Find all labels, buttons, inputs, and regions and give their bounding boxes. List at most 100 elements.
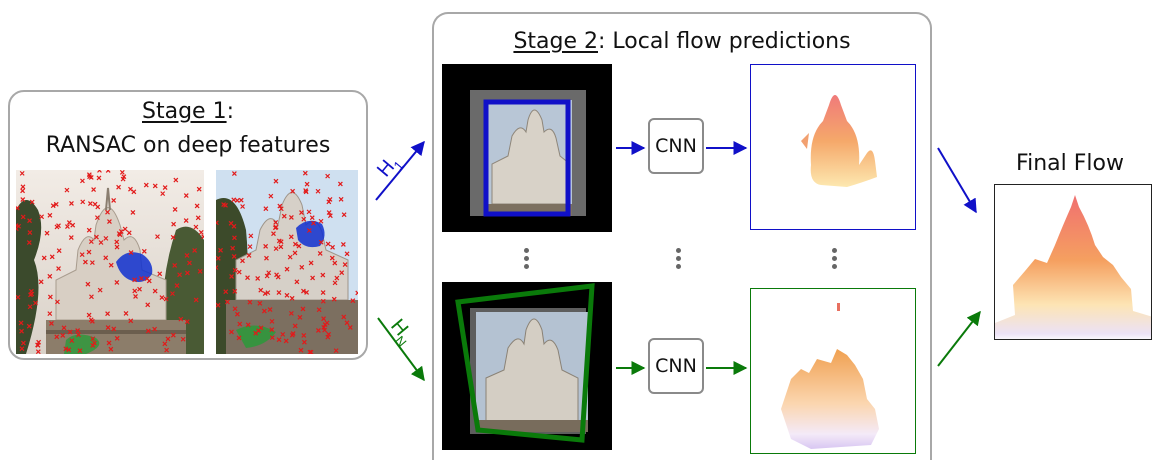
feature-mark [27,218,32,224]
feature-mark [194,203,200,209]
feature-mark [301,339,307,345]
feature-mark [280,331,286,337]
feature-mark [329,255,335,261]
feature-mark [141,248,147,254]
feature-mark [267,307,273,312]
feature-mark [245,322,251,328]
feature-mark [223,289,229,295]
feature-mark [232,267,238,273]
feature-mark [87,201,93,207]
feature-mark [54,334,60,340]
feature-mark [16,294,21,300]
feature-mark [193,297,199,303]
feature-mark [20,197,26,202]
feature-mark [269,335,275,341]
feature-mark [318,239,324,245]
feature-mark [283,338,289,344]
feature-mark [264,273,270,279]
feature-mark [19,170,25,176]
feature-mark [162,185,168,191]
feature-mark [47,212,53,218]
feature-mark [195,215,201,221]
feature-mark [299,264,305,270]
feature-mark [107,219,112,225]
feature-mark [65,224,70,230]
feature-mark [56,248,62,254]
feature-mark [273,178,279,184]
feature-mark [332,280,338,286]
feature-mark [56,223,61,229]
feature-mark [44,230,50,236]
feature-mark [255,275,261,281]
feature-mark [284,266,290,272]
feature-mark [327,213,333,219]
flow-output-top-graphic [801,95,877,187]
warped-image-top [442,64,612,232]
feature-mark [247,244,253,250]
feature-mark [264,255,269,261]
feature-mark [350,298,356,304]
feature-mark [231,171,237,176]
feature-mark [114,335,120,341]
feature-mark [324,320,330,326]
feature-mark [114,279,120,285]
feature-mark [288,234,294,240]
feature-mark [39,214,45,220]
target-image-graphic [216,170,358,354]
feature-mark [292,241,298,247]
feature-mark [183,193,189,199]
feature-mark [248,233,254,239]
final-flow-graphic [995,195,1151,339]
feature-mark [90,336,96,342]
target-image-photo [216,170,358,354]
feature-mark [132,277,138,283]
feature-mark [333,348,339,354]
feature-mark [278,206,284,212]
feature-mark [95,204,101,210]
feature-mark [144,276,150,282]
feature-mark [192,248,198,253]
feature-mark [27,304,33,310]
feature-mark [292,250,298,256]
feature-mark [137,286,142,292]
feature-mark [344,251,350,257]
feature-mark [247,299,253,305]
feature-mark [16,223,19,228]
feature-mark [111,326,117,332]
feature-mark [69,201,74,206]
feature-mark [111,198,117,203]
feature-mark [108,262,114,268]
feature-mark [88,239,94,245]
feature-mark [132,288,138,294]
feature-mark [183,218,189,224]
feature-mark [292,323,298,329]
feature-mark [308,260,314,266]
feature-mark [177,272,183,278]
feature-mark [325,173,331,179]
feature-mark [302,170,308,176]
h1-label: H 1 [373,156,407,181]
ellipsis-dots-cnn [676,248,682,272]
feature-mark [89,260,95,266]
feature-mark [273,220,279,225]
feature-mark [193,224,199,230]
feature-mark [171,221,177,227]
stage1-panel: Stage 1: RANSAC on deep features [8,90,368,360]
feature-mark [338,196,344,202]
feature-mark [76,332,81,338]
feature-mark [238,197,244,203]
feature-mark [157,271,163,277]
feature-mark [49,254,55,260]
feature-mark [56,266,61,271]
feature-mark [290,188,296,194]
source-image-graphic [16,170,204,354]
feature-mark [28,288,34,294]
feature-mark [19,346,25,352]
feature-mark [224,299,230,305]
feature-mark [228,220,234,226]
feature-mark [221,202,227,208]
feature-mark [294,279,300,285]
ellipsis-dots-images [524,248,530,272]
stage1-subtitle: RANSAC on deep features [45,133,331,158]
feature-mark [316,307,322,313]
